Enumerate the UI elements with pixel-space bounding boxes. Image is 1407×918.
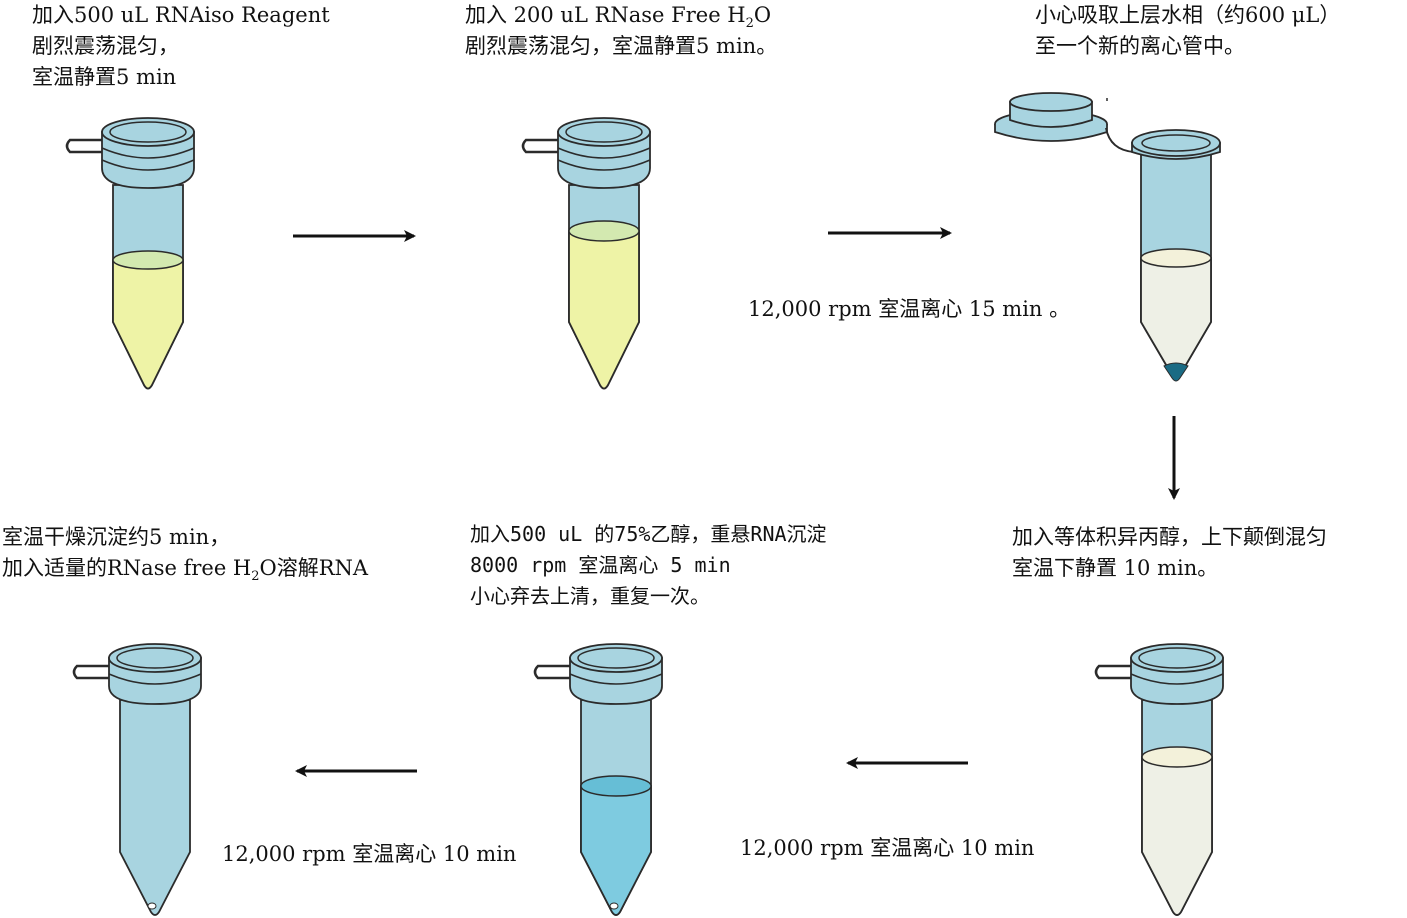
step4-line1: 加入等体积异丙醇，上下颠倒混匀 (1012, 525, 1327, 549)
step2-line2: 剧烈震荡混匀，室温静置5 min。 (465, 34, 778, 58)
step6-line2: 加入适量的RNase free H2O溶解RNA (2, 556, 369, 585)
step1-line1: 加入500 uL RNAiso Reagent (32, 3, 330, 27)
step5-text: 加入500 uL 的75%乙醇，重悬RNA沉淀 8000 rpm 室温离心 5 … (470, 519, 827, 612)
step5-line2: 8000 rpm 室温离心 5 min (470, 553, 731, 577)
step3-text: 小心吸取上层水相（约600 μL） 至一个新的离心管中。 (1035, 0, 1340, 62)
step5-line3: 小心弃去上清，重复一次。 (470, 584, 710, 608)
step3-line1: 小心吸取上层水相（约600 μL） (1035, 3, 1341, 27)
centrifuge-label-2: 12,000 rpm 室温离心 10 min (740, 836, 1035, 860)
step1-text: 加入500 uL RNAiso Reagent 剧烈震荡混匀， 室温静置5 mi… (32, 0, 330, 93)
tube-6 (72, 643, 202, 916)
step2-line1: 加入 200 uL RNase Free H2O (465, 3, 772, 32)
rna-pellet (1163, 362, 1189, 382)
step5-line1: 加入500 uL 的75%乙醇，重悬RNA沉淀 (470, 522, 827, 546)
tube-3 (994, 92, 1221, 382)
tube-4 (1094, 643, 1224, 916)
step3-line2: 至一个新的离心管中。 (1035, 34, 1245, 58)
step1-line3: 室温静置5 min (32, 65, 177, 89)
centrifuge-label-3: 12,000 rpm 室温离心 10 min (222, 842, 517, 866)
step1-line2: 剧烈震荡混匀， (32, 34, 179, 58)
tube-3-open-lid (994, 92, 1135, 153)
step2-text: 加入 200 uL RNase Free H2O 剧烈震荡混匀，室温静置5 mi… (465, 0, 777, 62)
tube-2 (521, 117, 651, 390)
centrifuge-label-1: 12,000 rpm 室温离心 15 min 。 (748, 297, 1071, 321)
tube-5 (533, 643, 663, 916)
tube-1 (65, 117, 195, 390)
step4-line2: 室温下静置 10 min。 (1012, 556, 1219, 580)
step6-text: 室温干燥沉淀约5 min， 加入适量的RNase free H2O溶解RNA (2, 522, 368, 584)
step6-line1: 室温干燥沉淀约5 min， (2, 525, 231, 549)
step4-text: 加入等体积异丙醇，上下颠倒混匀 室温下静置 10 min。 (1012, 522, 1327, 584)
